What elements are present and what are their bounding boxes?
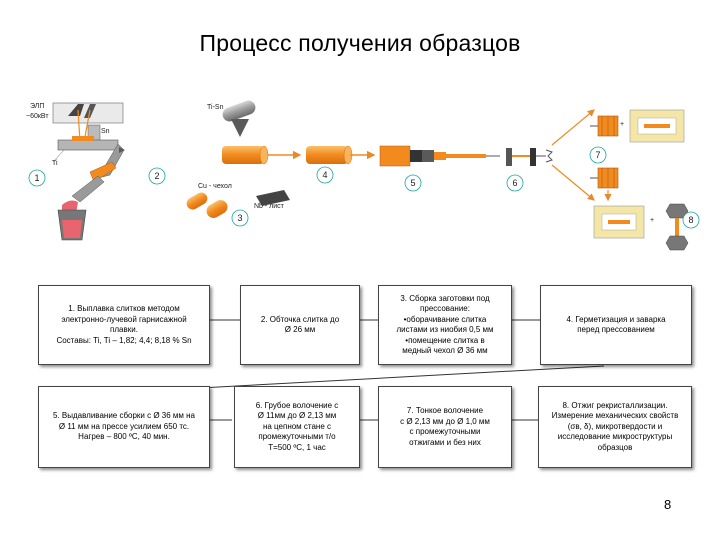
- electron-gun: [68, 104, 84, 116]
- svg-text:4: 4: [322, 170, 327, 180]
- svg-text:3: 3: [237, 213, 242, 223]
- spool-top: +: [590, 109, 685, 143]
- spool-bottom: +: [590, 167, 654, 239]
- turned-ingot: [222, 146, 264, 164]
- nb-foil-label: Nb - лист: [254, 203, 285, 210]
- svg-text:6: 6: [512, 178, 517, 188]
- marker-1: [28, 169, 46, 187]
- step-box-1: 1. Выплавка слитков методом электронно-л…: [38, 285, 210, 365]
- svg-text:8: 8: [688, 215, 693, 225]
- svg-text:+: +: [620, 121, 624, 128]
- assembled-ingot: [306, 146, 348, 164]
- step-text-4: 4. Герметизация и заварка перед прессова…: [566, 314, 666, 335]
- furnace-illustration: ЭЛП ~60кВт Sn Ti: [26, 102, 125, 179]
- step-box-5: 5. Выдавливание сборки с Ø 36 мм на Ø 11…: [38, 386, 210, 468]
- step-box-4: 4. Герметизация и заварка перед прессова…: [540, 285, 692, 365]
- process-arrows: [119, 147, 376, 160]
- step-text-7: 7. Тонкое волочение с Ø 2,13 мм до Ø 1,0…: [400, 406, 490, 447]
- ingot-illustration: Ti-Sn Cu - чехол Nb - лист: [186, 100, 353, 218]
- press-illustration: [379, 145, 500, 167]
- step-box-8: 8. Отжиг рекристаллизации. Измерение мех…: [538, 386, 692, 468]
- marker-7: [589, 146, 607, 164]
- svg-text:+: +: [650, 217, 654, 224]
- elp-label: ЭЛП: [30, 103, 44, 110]
- marker-5: [404, 174, 422, 192]
- ti-sn-label: Ti-Sn: [207, 104, 224, 111]
- sn-label: Sn: [101, 128, 110, 135]
- step-text-3: 3. Сборка заготовки под прессование: •об…: [396, 293, 494, 356]
- marker-6: [506, 174, 524, 192]
- marker-2: [148, 167, 166, 185]
- step-box-6: 6. Грубое волочение с Ø 11мм до Ø 2,13 м…: [234, 386, 360, 468]
- box-connectors: [199, 319, 605, 421]
- svg-text:2: 2: [154, 171, 159, 181]
- pouring-illustration: [57, 161, 117, 241]
- power-label: ~60кВт: [26, 113, 49, 120]
- step-text-2: 2. Обточка слитка до Ø 26 мм: [260, 314, 340, 335]
- step-markers: 1 2 3 4 5 6 7 8: [28, 146, 700, 229]
- drawing-illustration: [506, 109, 595, 201]
- slide-number: 8: [664, 497, 672, 512]
- ti-label: Ti: [52, 160, 58, 167]
- svg-text:7: 7: [595, 150, 600, 160]
- step-text-8: 8. Отжиг рекристаллизации. Измерение мех…: [551, 400, 679, 452]
- crucible: [57, 139, 119, 151]
- marker-4: [316, 166, 334, 184]
- cu-shell-label: Cu - чехол: [198, 183, 232, 190]
- step-text-1: 1. Выплавка слитков методом электронно-л…: [56, 304, 192, 345]
- ti-sn-ingot: [222, 100, 256, 122]
- marker-3: [231, 209, 249, 227]
- svg-text:1: 1: [34, 173, 39, 183]
- step-text-6: 6. Грубое волочение с Ø 11мм до Ø 2,13 м…: [255, 400, 339, 452]
- page-title: Процесс получения образцов: [199, 30, 521, 56]
- step-box-2: 2. Обточка слитка до Ø 26 мм: [240, 285, 360, 365]
- step-box-7: 7. Тонкое волочение с Ø 2,13 мм до Ø 1,0…: [378, 386, 512, 468]
- tensile-test-illustration: [665, 203, 689, 251]
- marker-8: [682, 211, 700, 229]
- step-text-5: 5. Выдавливание сборки с Ø 36 мм на Ø 11…: [52, 411, 196, 442]
- svg-text:5: 5: [410, 178, 415, 188]
- nb-foil: [256, 190, 290, 206]
- step-box-3: 3. Сборка заготовки под прессование: •об…: [378, 285, 512, 365]
